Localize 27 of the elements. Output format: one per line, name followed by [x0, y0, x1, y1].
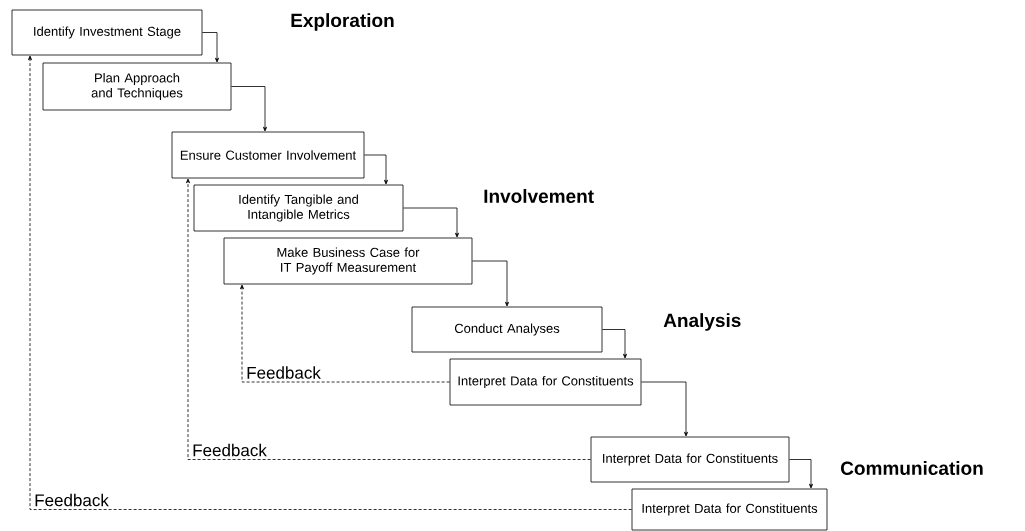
stage-heading: Communication	[841, 461, 983, 475]
edge-label: Feedback	[191, 442, 268, 458]
arrow	[641, 381, 688, 437]
stage-heading: Analysis	[663, 313, 741, 331]
stage-heading: Involvement	[484, 189, 594, 203]
arrow	[202, 32, 219, 63]
process-box: Interpret Data for Constituents	[590, 436, 790, 483]
process-box: Make Business Case for IT Payoff Measurement	[223, 237, 473, 285]
process-box: Identify Tangible and Intangible Metrics	[193, 184, 404, 232]
arrow	[602, 329, 627, 359]
edge-label: Feedback	[33, 492, 110, 508]
arrow	[472, 260, 509, 307]
process-box: Identify Investment Stage	[11, 9, 203, 56]
process-box: Interpret Data for Constituents	[449, 358, 642, 406]
feedback-arrow	[186, 178, 591, 460]
process-box: Conduct Analyses	[411, 306, 603, 353]
process-box: Plan Approach and Techniques	[42, 62, 232, 111]
stage-heading: Exploration	[291, 13, 394, 31]
arrow	[364, 154, 388, 185]
arrow	[231, 86, 267, 132]
feedback-arrow	[240, 284, 450, 383]
process-box: Ensure Customer Involvement	[171, 131, 365, 179]
arrow	[789, 459, 813, 489]
edge-label: Feedback	[245, 365, 322, 380]
arrow	[403, 207, 459, 238]
feedback-arrow	[28, 55, 632, 510]
process-box: Interpret Data for Constituents	[631, 488, 828, 531]
